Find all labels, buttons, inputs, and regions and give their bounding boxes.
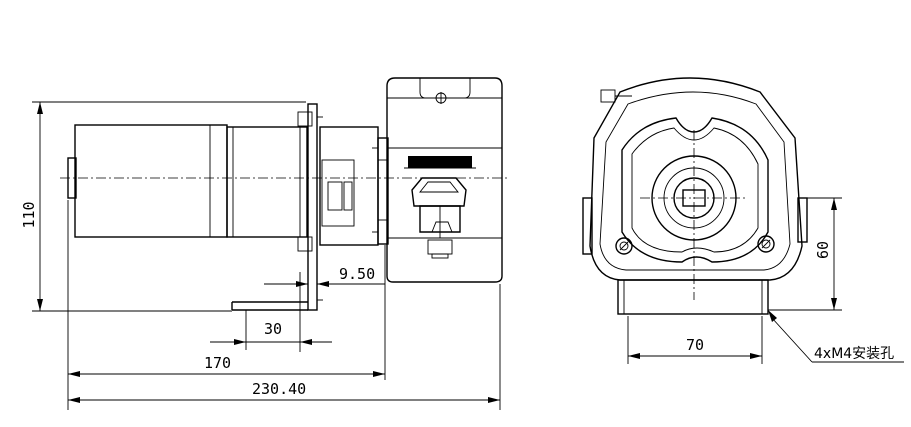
dim-label-70: 70 xyxy=(686,336,704,354)
mounting-bracket xyxy=(231,103,323,311)
motor-body xyxy=(67,111,313,252)
rotor-track xyxy=(621,117,769,263)
front-view: 60 70 4xM4安装孔 xyxy=(582,77,904,364)
mounting-holes-note: 4xM4安装孔 xyxy=(814,346,894,362)
tube-clamp xyxy=(600,89,632,103)
dim-mount-spacing: 30 xyxy=(210,272,332,352)
side-view: 110 9.50 30 170 xyxy=(20,77,508,410)
dim-motor-length: 170 xyxy=(67,200,386,410)
coupling-housing xyxy=(319,126,389,246)
dim-overall-height: 110 xyxy=(20,101,306,312)
side-tab-left xyxy=(582,197,593,255)
base-plate xyxy=(617,279,769,315)
dim-mount-width: 70 xyxy=(627,316,763,364)
dim-label-230-40: 230.40 xyxy=(252,380,306,398)
pump-head xyxy=(386,77,503,283)
dim-bracket-offset: 9.50 xyxy=(264,265,385,287)
dim-label-110: 110 xyxy=(20,201,38,228)
pump-housing-outline xyxy=(589,77,803,281)
screw-left xyxy=(615,237,633,255)
dim-label-60: 60 xyxy=(814,241,832,259)
dim-overall-length: 230.40 xyxy=(68,284,501,410)
dim-label-30: 30 xyxy=(264,320,282,338)
dim-label-170: 170 xyxy=(204,354,231,372)
mounting-holes-leader: 4xM4安装孔 xyxy=(768,310,904,363)
screw-right xyxy=(757,235,775,253)
dim-label-9-50: 9.50 xyxy=(339,265,375,283)
dim-mount-height: 60 xyxy=(768,197,842,311)
